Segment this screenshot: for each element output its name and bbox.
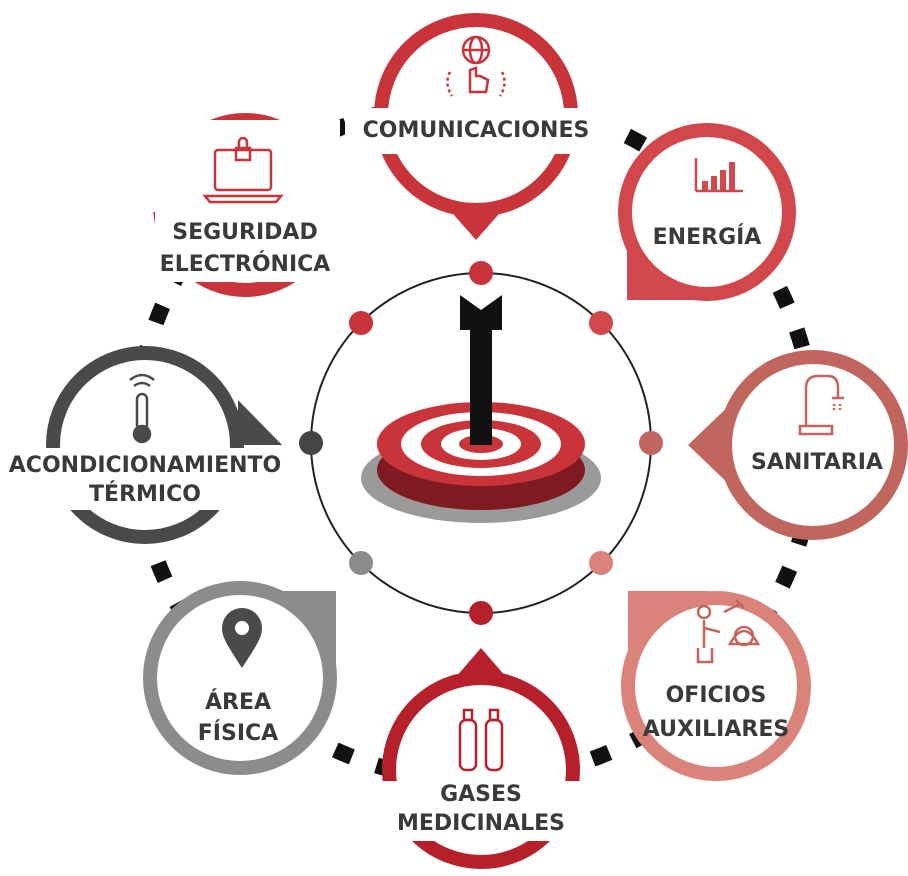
- node-comunicaciones: COMUNICACIONES: [345, 13, 607, 240]
- svg-text:FÍSICA: FÍSICA: [198, 720, 278, 746]
- svg-text:ÁREA: ÁREA: [205, 689, 271, 715]
- node-energia: ENERGÍA: [618, 123, 796, 301]
- label-oficios-auxiliares-line1: OFICIOS: [666, 683, 767, 708]
- map-pin-icon: [222, 608, 262, 668]
- label-comunicaciones-line1: COMUNICACIONES: [363, 118, 590, 143]
- node-area-fisica: ÁREA FÍSICA: [143, 581, 337, 775]
- svg-text:ENERGÍA: ENERGÍA: [653, 224, 762, 250]
- svg-text:MEDICINALES: MEDICINALES: [397, 811, 565, 836]
- svg-text:GASES: GASES: [440, 782, 522, 807]
- svg-text:SANITARIA: SANITARIA: [751, 450, 883, 475]
- svg-text:COMUNICACIONES: COMUNICACIONES: [363, 118, 590, 143]
- label-gases-medicinales-line1: GASES: [440, 782, 522, 807]
- node-sanitaria: SANITARIA: [688, 350, 908, 540]
- label-gases-medicinales-line2: MEDICINALES: [397, 811, 565, 836]
- inner-dot-bottom: [469, 601, 493, 625]
- label-area-fisica-line2: FÍSICA: [198, 720, 278, 746]
- label-acondicionamiento-termico-line1: ACONDICIONAMIENTO: [9, 453, 281, 478]
- globe-touch-icon: [446, 35, 506, 97]
- label-seguridad-electronica-line2: ELECTRÓNICA: [160, 251, 331, 277]
- label-energia-line1: ENERGÍA: [653, 224, 762, 250]
- inner-dot-top: [469, 261, 493, 285]
- svg-text:ELECTRÓNICA: ELECTRÓNICA: [160, 251, 331, 277]
- node-gases-medicinales: GASES MEDICINALES: [360, 648, 600, 869]
- laptop-lock-icon: [202, 136, 284, 204]
- bar-chart-icon: [694, 158, 743, 193]
- faucet-icon: [798, 374, 844, 436]
- svg-text:SEGURIDAD: SEGURIDAD: [172, 220, 317, 245]
- inner-dot-left: [299, 431, 323, 455]
- worker-tools-icon: [696, 599, 761, 664]
- node-oficios-auxiliares: OFICIOS AUXILIARES: [621, 591, 811, 781]
- node-acondicionamiento-termico: ACONDICIONAMIENTO TÉRMICO: [5, 346, 295, 544]
- inner-dot-top-left: [349, 311, 373, 335]
- inner-dot-bottom-left: [349, 551, 373, 575]
- label-seguridad-electronica-line1: SEGURIDAD: [172, 220, 317, 245]
- svg-text:TÉRMICO: TÉRMICO: [89, 481, 201, 507]
- label-oficios-auxiliares-line2: AUXILIARES: [643, 717, 789, 742]
- svg-text:OFICIOS: OFICIOS: [666, 683, 767, 708]
- node-seguridad-electronica: SEGURIDAD ELECTRÓNICA: [150, 113, 340, 297]
- inner-dot-top-right: [589, 311, 613, 335]
- svg-text:ACONDICIONAMIENTO: ACONDICIONAMIENTO: [9, 453, 281, 478]
- gas-cylinders-icon: [458, 708, 504, 772]
- label-area-fisica-line1: ÁREA: [205, 689, 271, 715]
- wifi-thermometer-icon: [129, 373, 155, 444]
- svg-text:AUXILIARES: AUXILIARES: [643, 717, 789, 742]
- label-sanitaria-line1: SANITARIA: [751, 450, 883, 475]
- inner-dot-bottom-right: [589, 551, 613, 575]
- target-with-arrow-icon: [361, 295, 601, 523]
- label-acondicionamiento-termico-line2: TÉRMICO: [89, 481, 201, 507]
- inner-dot-right: [639, 431, 663, 455]
